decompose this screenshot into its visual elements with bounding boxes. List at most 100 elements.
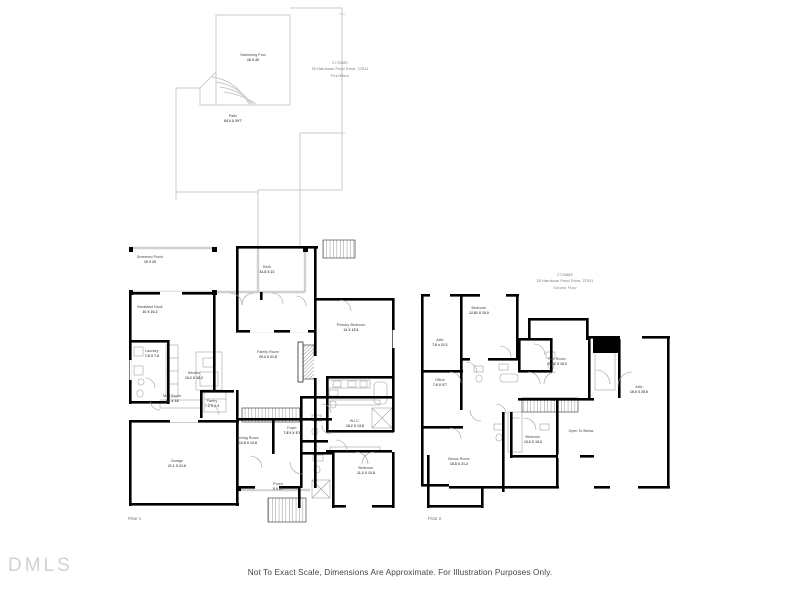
room-label-w-i-c: W.I.C.16.2 X 13.8 bbox=[323, 419, 387, 430]
room-name: Screened Porch bbox=[136, 255, 164, 259]
pool-step-2 bbox=[215, 81, 252, 105]
room-dimensions: 5.3 X 18 bbox=[165, 399, 179, 404]
pool-step-4 bbox=[223, 91, 257, 105]
room-name: Foyer bbox=[287, 426, 297, 430]
room-dimensions: 14 X 13'4 bbox=[343, 328, 359, 333]
island-top bbox=[199, 371, 219, 387]
floor-label-1: Floor 1 bbox=[128, 516, 142, 521]
patio-edge-right bbox=[300, 8, 343, 191]
floor1-openings bbox=[129, 291, 396, 509]
room-dimensions: 10 X 20.2 bbox=[142, 310, 158, 315]
swimming-pool-outline bbox=[215, 14, 291, 106]
room-name: Primary Bedroom bbox=[336, 323, 366, 327]
floor2-group bbox=[421, 293, 670, 508]
title-block-floor: First Floor bbox=[330, 73, 350, 78]
pool-step-wedge bbox=[199, 70, 217, 106]
bath-sink-c bbox=[312, 454, 324, 462]
room-dimensions: 7.8'4 X 5'2 bbox=[283, 431, 301, 436]
room-dimensions: 31.8 X 22 bbox=[259, 270, 275, 275]
floor-label-2: Floor 2 bbox=[428, 516, 442, 521]
stair-deck bbox=[322, 239, 356, 259]
vanity-basin-3 bbox=[359, 380, 368, 388]
room-name: Kitchen bbox=[187, 371, 201, 375]
room-name: W.I.C. bbox=[349, 419, 361, 423]
bath-toilet-a bbox=[329, 400, 337, 409]
room-name: Breakfast Nook bbox=[137, 305, 163, 309]
vanity-basin-2 bbox=[347, 380, 357, 388]
room-name: Rec Room bbox=[548, 357, 566, 361]
fireplace-hatch bbox=[302, 344, 315, 380]
floor2-doors bbox=[449, 343, 633, 440]
room-dimensions: 18.8 X 21.2 bbox=[450, 462, 468, 467]
room-dimensions: 5 X 21 bbox=[272, 487, 284, 492]
room-dimensions: 16.0 X 25.6 bbox=[630, 390, 648, 395]
room-name: Attic bbox=[436, 338, 444, 342]
title-block-id: 2729885 bbox=[557, 273, 573, 277]
title-block-second-floor: 2729885 30 Harrisson Pond Drive, 27511 S… bbox=[505, 272, 625, 291]
laundry-unit-a bbox=[133, 346, 144, 357]
room-name: Deck bbox=[262, 265, 272, 269]
room-name: Mud Room bbox=[163, 394, 181, 398]
title-block-floor: Second Floor bbox=[553, 285, 577, 290]
room-name: Open To Below bbox=[568, 429, 594, 433]
f2-sink-d bbox=[493, 423, 504, 431]
patio-to-house-connector bbox=[175, 190, 301, 248]
wic-shelving-top bbox=[329, 399, 381, 406]
room-dimensions: 12.82 X 15.0 bbox=[469, 311, 489, 316]
room-dimensions: 12.8 X 13.8 bbox=[239, 441, 257, 446]
room-name: Laundry bbox=[145, 349, 159, 353]
mechanical-chase-block bbox=[593, 337, 618, 353]
fireplace-surround bbox=[297, 341, 304, 383]
room-dimensions: 16.2 X 13.8 bbox=[346, 424, 364, 429]
disclaimer-caption: Not To Exact Scale, Dimensions Are Appro… bbox=[247, 568, 553, 577]
room-label-swimming-pool: Swimming Pool 18 X 40 bbox=[240, 53, 266, 63]
powder-sink bbox=[137, 378, 145, 386]
f2-sink-e bbox=[539, 423, 550, 431]
title-block-address: 30 Harrisson Pond Drive, 27511 bbox=[536, 279, 594, 284]
pool-step-3 bbox=[219, 86, 254, 105]
exterior-pool-patio-group bbox=[175, 7, 345, 248]
room-dimensions: 7.8 x 21'1 bbox=[432, 343, 448, 348]
room-name: Bonus Room bbox=[448, 457, 470, 461]
room-dimensions: 15 X 20 bbox=[143, 260, 157, 265]
title-block-id: 2729885 bbox=[332, 61, 348, 65]
f2-toilet-a bbox=[475, 374, 483, 383]
room-name: Office bbox=[435, 378, 445, 382]
room-dimensions: 7.2 X 2.4 bbox=[204, 404, 220, 409]
floor1-light-walls bbox=[130, 246, 310, 492]
f2-closet-mid bbox=[507, 411, 523, 453]
floor2-openings bbox=[430, 293, 642, 490]
title-block-address: 30 Harrisson Pond Drive, 27511 bbox=[311, 67, 369, 72]
primary-tub bbox=[373, 381, 388, 405]
watermark: DMLS bbox=[8, 555, 73, 576]
room-label-patio: Patio 84'4 X 29'7 bbox=[224, 114, 242, 124]
f2-sink-b bbox=[498, 363, 509, 371]
room-name: Bedroom bbox=[525, 435, 541, 439]
f2-tub-b bbox=[499, 373, 519, 383]
title-block-first-floor: 2729885 30 Harrisson Pond Drive, 27511 F… bbox=[285, 60, 395, 79]
laundry-unit-b bbox=[133, 365, 144, 376]
room-dimensions: 10.2 X 18.2 bbox=[185, 376, 203, 381]
patio-outline bbox=[175, 7, 343, 193]
room-name: Family Room bbox=[257, 350, 279, 354]
room-name: Dining Room bbox=[237, 436, 259, 440]
